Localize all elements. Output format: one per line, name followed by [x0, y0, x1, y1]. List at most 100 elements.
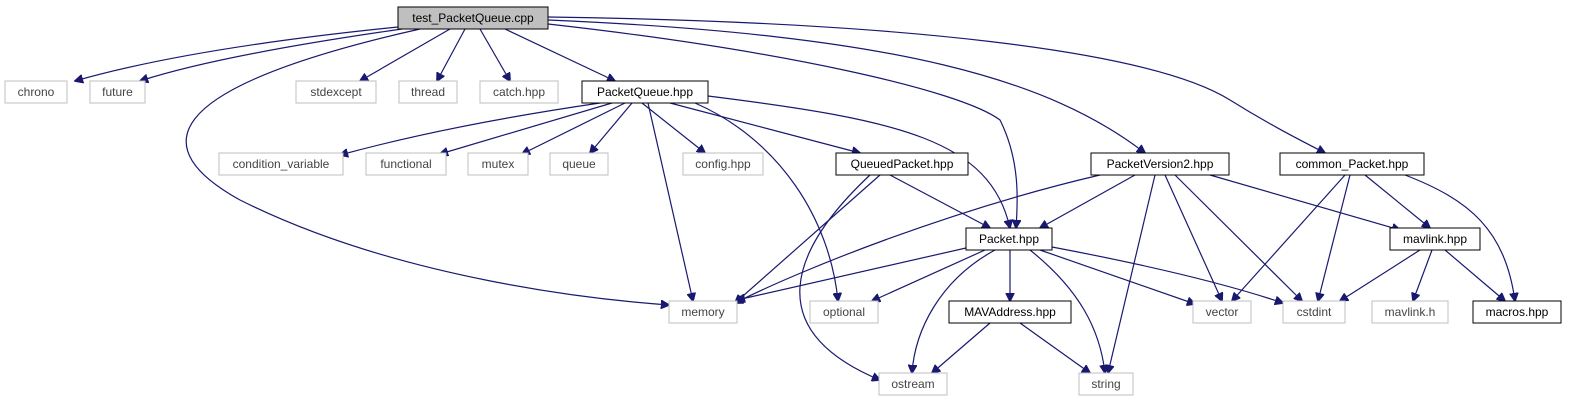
node-label: mavlink.hpp [1403, 232, 1467, 246]
node-condition_variable: condition_variable [218, 152, 344, 176]
node-box [1279, 152, 1425, 176]
node-optional: optional [809, 300, 879, 324]
edge-mavlink.hpp-to-cstdint [1340, 249, 1421, 301]
node-test_PacketQueue.cpp[interactable]: test_PacketQueue.cpp [397, 6, 549, 30]
edge-common_Packet.hpp-to-vector [1232, 174, 1346, 301]
node-box [668, 300, 738, 324]
node-label: ostream [891, 377, 934, 391]
node-catch.hpp: catch.hpp [479, 80, 559, 104]
node-box [682, 152, 764, 176]
edge-common_Packet.hpp-to-cstdint [1318, 174, 1351, 301]
edge-test_PacketQueue.cpp-to-Packet.hpp [547, 23, 1017, 228]
node-label: macros.hpp [1486, 305, 1549, 319]
edge-PacketQueue.hpp-to-functional [440, 102, 613, 154]
node-memory: memory [668, 300, 738, 324]
node-mavlink.hpp[interactable]: mavlink.hpp [1389, 227, 1481, 251]
edge-Packet.hpp-to-ostream [912, 249, 996, 373]
node-box [295, 80, 377, 104]
node-box [89, 80, 146, 104]
node-box [581, 80, 709, 104]
edge-mavlink.hpp-to-mavlink.h [1413, 249, 1433, 301]
node-label: string [1091, 377, 1120, 391]
node-thread: thread [398, 80, 458, 104]
node-box [948, 300, 1072, 324]
edge-test_PacketQueue.cpp-to-PacketQueue.hpp [504, 28, 615, 81]
node-box [1192, 300, 1252, 324]
node-label: stdexcept [310, 85, 362, 99]
node-label: thread [411, 85, 445, 99]
edge-PacketVersion2.hpp-to-Packet.hpp [1040, 174, 1136, 228]
edge-PacketQueue.hpp-to-memory [647, 102, 693, 301]
edge-test_PacketQueue.cpp-to-PacketVersion2.hpp [547, 19, 1145, 153]
edge-PacketQueue.hpp-to-optional [694, 102, 838, 301]
node-box [365, 152, 447, 176]
node-box [218, 152, 344, 176]
node-label: config.hpp [695, 157, 751, 171]
edge-QueuedPacket.hpp-to-Packet.hpp [889, 174, 990, 228]
edge-Packet.hpp-to-string [1029, 249, 1105, 373]
node-Packet.hpp[interactable]: Packet.hpp [965, 227, 1053, 251]
edge-Packet.hpp-to-cstdint [1051, 246, 1283, 303]
node-label: PacketVersion2.hpp [1107, 157, 1214, 171]
edge-PacketQueue.hpp-to-Packet.hpp [707, 95, 1010, 228]
node-label: Packet.hpp [979, 232, 1039, 246]
edge-test_PacketQueue.cpp-to-catch.hpp [479, 28, 510, 81]
node-box [397, 6, 549, 30]
edge-test_PacketQueue.cpp-to-memory [185, 28, 669, 305]
edge-Packet.hpp-to-optional [872, 249, 986, 301]
node-MAVAddress.hpp[interactable]: MAVAddress.hpp [948, 300, 1072, 324]
edge-PacketVersion2.hpp-to-memory [735, 174, 1101, 303]
node-future: future [89, 80, 146, 104]
node-label: chrono [18, 85, 55, 99]
node-box [549, 152, 609, 176]
edge-PacketQueue.hpp-to-QueuedPacket.hpp [669, 102, 860, 153]
node-box [878, 372, 948, 396]
edge-test_PacketQueue.cpp-to-chrono [75, 26, 399, 81]
node-ostream: ostream [878, 372, 948, 396]
edge-common_Packet.hpp-to-mavlink.hpp [1364, 174, 1430, 228]
node-mutex: mutex [467, 152, 529, 176]
node-cstdint: cstdint [1282, 300, 1346, 324]
node-label: vector [1206, 305, 1239, 319]
node-box [1282, 300, 1346, 324]
node-box [398, 80, 458, 104]
edge-QueuedPacket.hpp-to-ostream [799, 174, 880, 380]
edge-PacketQueue.hpp-to-condition_variable [340, 102, 601, 155]
node-box [809, 300, 879, 324]
node-label: QueuedPacket.hpp [851, 157, 954, 171]
node-label: common_Packet.hpp [1296, 157, 1409, 171]
node-label: cstdint [1297, 305, 1332, 319]
node-label: memory [681, 305, 724, 319]
edge-mavlink.hpp-to-macros.hpp [1444, 249, 1505, 301]
edge-Packet.hpp-to-memory [737, 247, 967, 300]
node-stdexcept: stdexcept [295, 80, 377, 104]
node-PacketQueue.hpp[interactable]: PacketQueue.hpp [581, 80, 709, 104]
node-queue: queue [549, 152, 609, 176]
node-label: future [102, 85, 133, 99]
node-QueuedPacket.hpp[interactable]: QueuedPacket.hpp [835, 152, 969, 176]
node-box [965, 227, 1053, 251]
node-common_Packet.hpp[interactable]: common_Packet.hpp [1279, 152, 1425, 176]
node-config.hpp: config.hpp [682, 152, 764, 176]
edge-PacketQueue.hpp-to-config.hpp [641, 102, 705, 153]
node-label: PacketQueue.hpp [597, 85, 693, 99]
node-box [835, 152, 969, 176]
edge-test_PacketQueue.cpp-to-future [140, 28, 403, 81]
edge-PacketQueue.hpp-to-queue [590, 102, 633, 153]
node-mavlink.h: mavlink.h [1371, 300, 1449, 324]
node-label: condition_variable [233, 157, 330, 171]
node-chrono: chrono [4, 80, 68, 104]
node-macros.hpp[interactable]: macros.hpp [1472, 300, 1562, 324]
node-box [1472, 300, 1562, 324]
node-label: mavlink.h [1385, 305, 1436, 319]
node-box [4, 80, 68, 104]
node-box [467, 152, 529, 176]
node-PacketVersion2.hpp[interactable]: PacketVersion2.hpp [1090, 152, 1230, 176]
node-functional: functional [365, 152, 447, 176]
node-vector: vector [1192, 300, 1252, 324]
node-box [1078, 372, 1134, 396]
node-string: string [1078, 372, 1134, 396]
node-label: optional [823, 305, 865, 319]
node-box [1090, 152, 1230, 176]
